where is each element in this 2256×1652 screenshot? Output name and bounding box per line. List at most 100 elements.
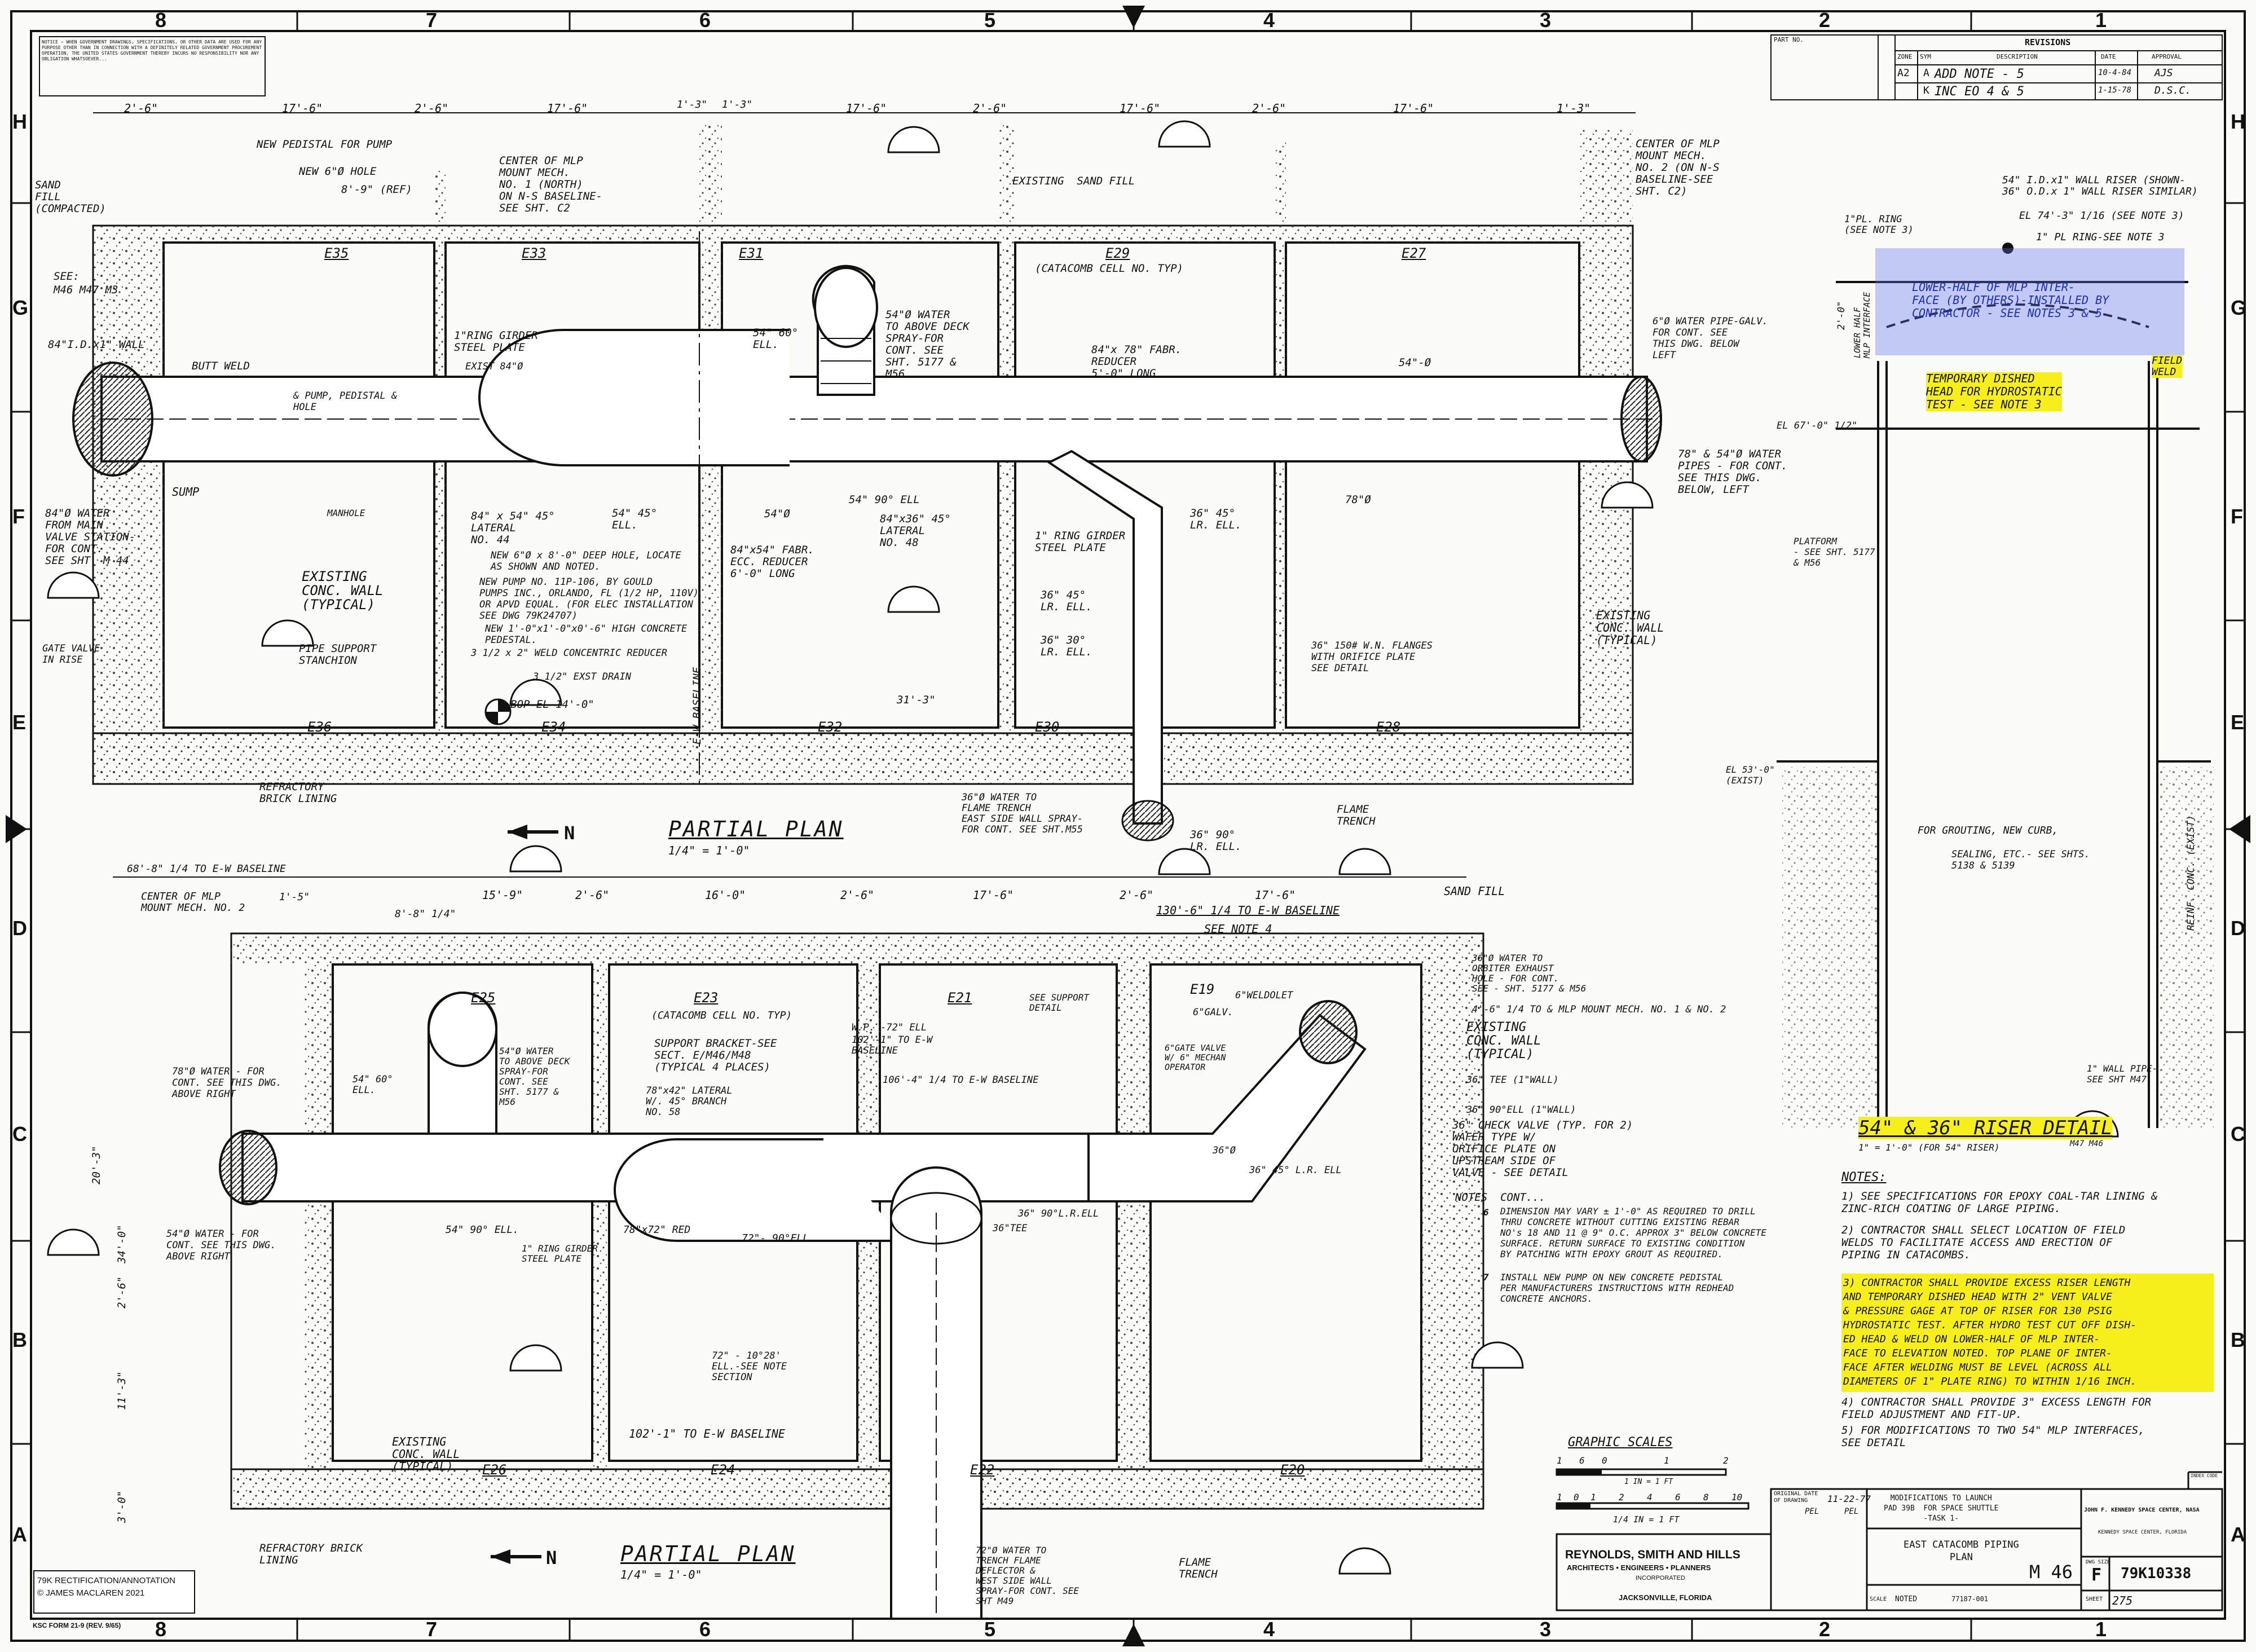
grid-column-label: 4	[1263, 1618, 1275, 1641]
scale-tick: 4	[1647, 1492, 1653, 1503]
annotation: 36" CHECK VALVE (TYP. FOR 2) WAFER TYPE …	[1452, 1119, 1633, 1179]
annotation: 1" PL RING-SEE NOTE 3	[2036, 231, 2165, 243]
sheet-value: 275	[2112, 1594, 2133, 1607]
revision-approval: D.S.C.	[2154, 85, 2192, 96]
dimension: 2'-6"	[973, 102, 1007, 115]
annotation: 36" 90°ELL (1"WALL)	[1466, 1104, 1576, 1116]
dimension: 17'-6"	[846, 102, 887, 115]
dimension: 1'-3"	[1557, 102, 1591, 115]
grid-column-label: 7	[426, 1618, 438, 1641]
annotation: 36" 150# W.N. FLANGES WITH ORIFICE PLATE…	[1311, 640, 1433, 674]
cell-label: E21	[948, 990, 972, 1006]
revision-date: 1-15-78	[2098, 86, 2132, 95]
annotation: 34'-0"	[116, 1224, 128, 1263]
annotation: 11'-3"	[116, 1371, 128, 1410]
sheet-label: SHEET	[2086, 1596, 2103, 1602]
revision-date: 10-4-84	[2098, 68, 2132, 77]
annotation-credit: 79K RECTIFICATION/ANNOTATION © JAMES MAC…	[37, 1576, 176, 1598]
dimension: 2'-6"	[124, 102, 158, 115]
grid-column-label: 3	[1540, 1618, 1552, 1641]
annotation: 54" 45° ELL.	[612, 507, 658, 531]
annotation: EL 67'-0" 1/2"	[1777, 420, 1858, 431]
grid-column-label: 1	[2095, 1618, 2107, 1641]
annotation: 36" 90° LR. ELL.	[1190, 829, 1242, 853]
scale-label: SCALE	[1870, 1596, 1887, 1602]
note-text: INSTALL NEW PUMP ON NEW CONCRETE PEDISTA…	[1500, 1272, 1734, 1304]
dimension: 16'-0"	[705, 888, 746, 902]
dimension: 17'-6"	[1393, 102, 1434, 115]
annotation: REFRACTORY BRICK LINING	[259, 1542, 363, 1566]
grid-column-label: 8	[155, 8, 167, 32]
annotation: 8'-8" 1/4"	[395, 908, 456, 920]
annotation: 2'-6"	[116, 1276, 128, 1309]
riser-detail-title: 54" & 36" RISER DETAIL	[1858, 1117, 2113, 1139]
note-number: 6	[1483, 1207, 1489, 1218]
annotation: 36" TEE (1"WALL)	[1466, 1074, 1559, 1086]
revision-zone: A2	[1897, 67, 1910, 79]
grid-column-label: 5	[984, 1618, 996, 1641]
grid-column-label: 2	[1819, 1618, 1831, 1641]
grid-row-label: C	[2231, 1122, 2245, 1146]
note-item: 3) CONTRACTOR SHALL PROVIDE EXCESS RISER…	[1843, 1277, 2137, 1387]
annotation: NEW PEDISTAL FOR PUMP	[257, 138, 393, 151]
grid-column-label: 6	[699, 8, 711, 32]
scale-tick: 0	[1602, 1455, 1607, 1466]
grid-row-label: G	[12, 296, 29, 319]
grid-column-label: 3	[1540, 8, 1552, 32]
annotation: 54"Ø WATER TO ABOVE DECK SPRAY-FOR CONT.…	[885, 309, 970, 380]
annotation: NEW 6"Ø x 8'-0" DEEP HOLE, LOCATE AS SHO…	[491, 550, 681, 572]
scale-tick: 8	[1703, 1492, 1709, 1503]
annotation: LOWER-HALF OF MLP INTER- FACE (BY OTHERS…	[1912, 280, 2109, 320]
cell-label: E30	[1035, 719, 1060, 735]
revisions-col: APPROVAL	[2152, 53, 2182, 60]
annotation: & PUMP, PEDISTAL & HOLE	[293, 390, 398, 413]
north-arrow-label: N	[546, 1547, 557, 1569]
annotation: 1" RING GIRDER STEEL PLATE	[1035, 530, 1126, 554]
annotation: 54"Ø WATER TO ABOVE DECK SPRAY-FOR CONT.…	[499, 1046, 570, 1107]
grid-column-label: 6	[699, 1618, 711, 1641]
annotation: SAND FILL (COMPACTED)	[35, 179, 106, 215]
lower-plan-scale: 1/4" = 1'-0"	[620, 1568, 702, 1581]
grid-row-label: E	[2231, 711, 2245, 734]
annotation: 31'-3"	[897, 694, 936, 706]
annotation: EL 74'-3" 1/16 (SEE NOTE 3)	[2019, 210, 2184, 222]
annotation: 2'-0"	[1836, 301, 1847, 330]
dimension: 17'-6"	[1120, 102, 1161, 115]
annotation: NEW PUMP NO. 11P-106, BY GOULD PUMPS INC…	[479, 576, 699, 622]
annotation: 20'-3"	[90, 1146, 103, 1184]
annotation: SEE: M46 M47 M3	[54, 270, 118, 296]
annotation: BUTT WELD	[192, 360, 250, 372]
scale-tick: 6	[1675, 1492, 1681, 1503]
cell-label: E28	[1376, 719, 1401, 735]
scale-tick: 1	[1557, 1455, 1562, 1466]
agency-name: JOHN F. KENNEDY SPACE CENTER, NASA	[2084, 1507, 2200, 1513]
grid-column-label: 8	[155, 1618, 167, 1641]
notes-header: NOTES:	[1841, 1170, 1887, 1184]
upper-plan-scale: 1/4" = 1'-0"	[668, 844, 750, 857]
dimension: 1'-3"	[722, 99, 753, 111]
annotation: EXISTING CONC. WALL (TYPICAL)	[1466, 1020, 1541, 1061]
annotation: SEALING, ETC.- SEE SHTS. 5138 & 5139	[1951, 849, 2090, 871]
annotation: 84"x36" 45° LATERAL NO. 48	[880, 513, 951, 549]
annotation: FOR GROUTING, NEW CURB,	[1918, 825, 2059, 836]
annotation: LOWER HALF MLP INTERFACE	[1852, 292, 1872, 358]
dwg-size-label: DWG SIZE	[2086, 1560, 2110, 1565]
revisions-header: REVISIONS	[2025, 37, 2071, 47]
revision-sym: A	[1923, 67, 1929, 79]
note-item: 2) CONTRACTOR SHALL SELECT LOCATION OF F…	[1841, 1224, 2126, 1261]
grid-row-label: A	[12, 1523, 27, 1546]
part-no-label: PART NO.	[1774, 36, 1804, 43]
dimension: 17'-6"	[547, 102, 588, 115]
annotation: 84"I.D.x1" WALL	[48, 338, 145, 351]
annotation: 54"-Ø	[1399, 356, 1431, 369]
annotation: EXIST 84"Ø	[465, 361, 523, 372]
note-item: 1) SEE SPECIFICATIONS FOR EPOXY COAL-TAR…	[1841, 1190, 2158, 1215]
annotation: PIPE SUPPORT STANCHION	[299, 642, 377, 667]
grid-row-label: G	[2231, 296, 2247, 319]
annotation: 36"Ø WATER TO FLAME TRENCH EAST SIDE WAL…	[962, 792, 1083, 835]
project-title: MODIFICATIONS TO LAUNCH PAD 39B FOR SPAC…	[1884, 1494, 1999, 1523]
dimension: 1'-3"	[677, 99, 708, 111]
annotation: 72"- 90°ELL	[742, 1232, 809, 1244]
grid-row-label: H	[2231, 110, 2245, 133]
annotation: 72"Ø WATER TO TRENCH FLAME DEFLECTOR & W…	[976, 1545, 1079, 1606]
